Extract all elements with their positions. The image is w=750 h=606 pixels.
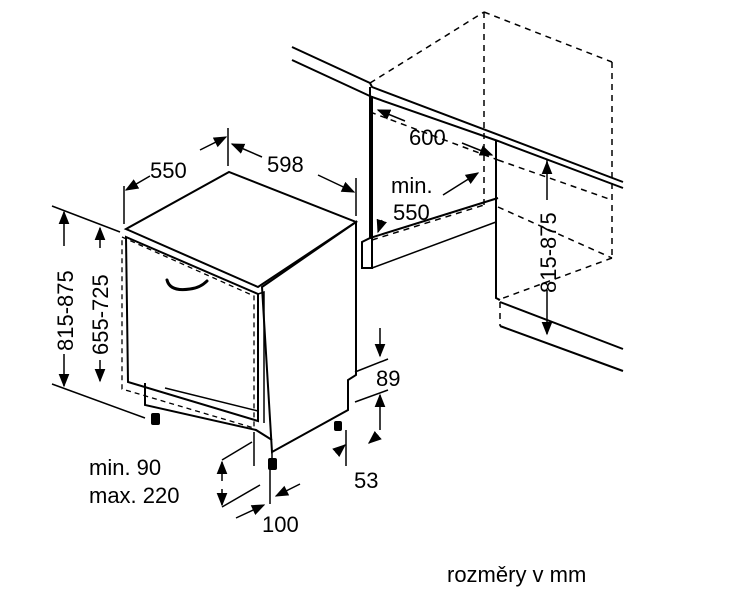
appliance-height-dimension [51, 205, 146, 419]
dishwasher-door [124, 235, 259, 423]
side-gap-dimension [235, 466, 301, 519]
dishwasher-feet [151, 413, 342, 470]
left-panel-edge [369, 197, 499, 239]
plinth-range-max: max. 220 [89, 483, 180, 508]
niche-outline [369, 11, 613, 326]
door-panel-edge [257, 290, 265, 423]
dishwasher [121, 170, 359, 462]
countertop [291, 46, 624, 183]
foot-rear-right [334, 421, 342, 431]
appliance-width-dimension [230, 143, 357, 216]
niche-height-label: 815-875 [536, 212, 561, 293]
floor-line-3 [371, 221, 497, 269]
cabinet-niche [291, 11, 624, 372]
niche-height-dimension: 815-875 [536, 160, 561, 336]
plinth-range-min: min. 90 [89, 455, 161, 480]
countertop-lower-edge [291, 59, 624, 189]
dishwasher-top [123, 170, 359, 289]
plinth-range-dimension [216, 432, 261, 508]
right-cabinet-panel [495, 140, 501, 301]
appliance-depth-label: 550 [150, 158, 187, 183]
niche-depth-label-value: 550 [393, 200, 430, 225]
foot-label: 53 [354, 468, 378, 493]
dishwasher-side [260, 220, 357, 454]
niche-depth-dimension: min. 550 [376, 172, 480, 234]
dishwasher-base [144, 383, 273, 441]
left-cabinet-panel [361, 87, 373, 269]
plinth-recess-dimension [354, 328, 389, 430]
side-gap-label: 100 [262, 512, 299, 537]
appliance-depth-dimension [123, 128, 229, 224]
niche-depth-label-min: min. [391, 173, 433, 198]
door-handle-icon [165, 278, 209, 292]
floor-line [499, 301, 624, 350]
appliance-height-label: 815-875 [53, 270, 78, 351]
plinth-recess-label: 89 [376, 366, 400, 391]
floor-line-2 [499, 325, 624, 372]
foot-front-left [151, 413, 160, 425]
foot-dimension [332, 430, 382, 466]
appliance-width-label: 598 [267, 152, 304, 177]
units-caption: rozměry v mm [447, 562, 586, 587]
niche-width-label: 600 [409, 125, 446, 150]
niche-width-dimension: 600 [376, 109, 494, 156]
appliance-body-height-label: 655-725 [88, 274, 113, 355]
